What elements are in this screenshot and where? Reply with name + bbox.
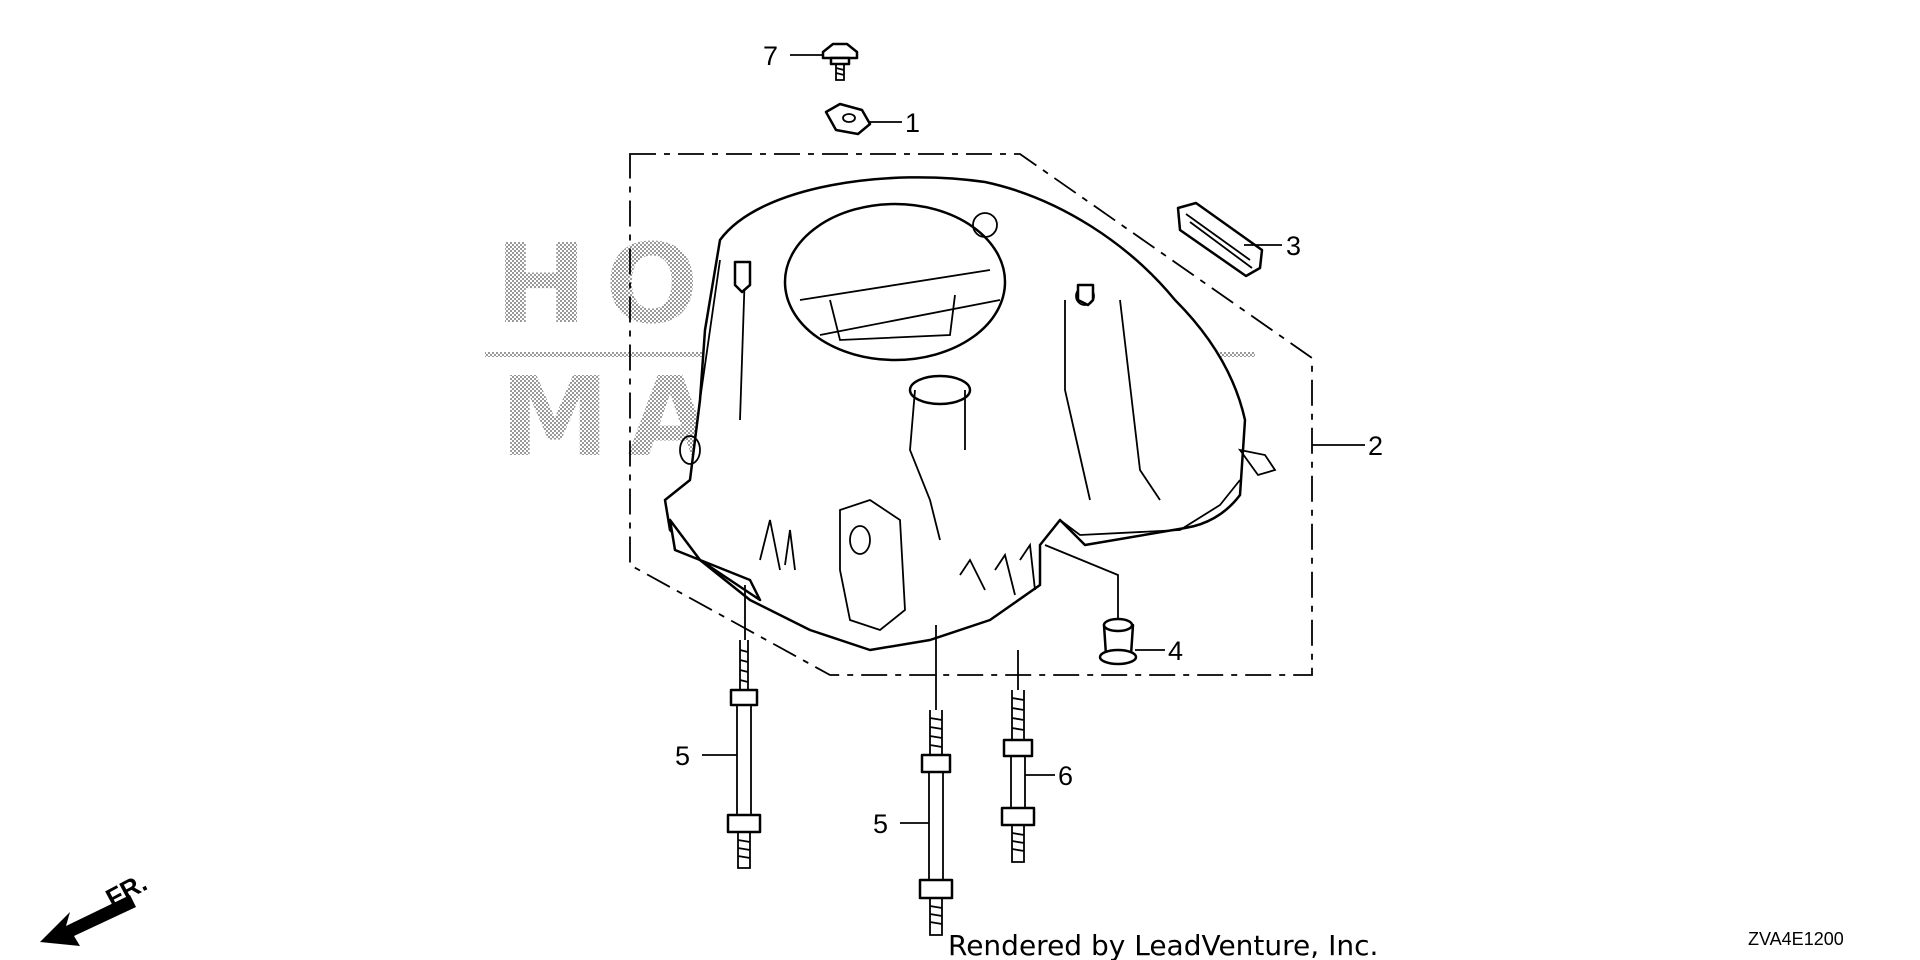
callout-2: 2 (1368, 431, 1383, 461)
callout-3: 3 (1286, 231, 1301, 261)
callout-5-center: 5 (873, 809, 888, 839)
stud-bolt-left (726, 640, 762, 869)
callout-5-left: 5 (675, 741, 690, 771)
leader-lines (702, 54, 1365, 824)
render-credit: Rendered by LeadVenture, Inc. (948, 929, 1378, 960)
front-arrow-icon (40, 895, 136, 946)
grommet (1098, 617, 1138, 666)
front-direction-indicator: FR. (40, 867, 152, 946)
stud-bolt-right (1000, 690, 1036, 863)
callout-7: 7 (763, 41, 778, 71)
bolt (821, 42, 859, 81)
callout-4: 4 (1168, 636, 1183, 666)
diagram-code: ZVA4E1200 (1748, 929, 1844, 949)
stud-bolt-center (918, 710, 954, 936)
callout-6: 6 (1058, 761, 1073, 791)
fan-cover (663, 176, 1277, 652)
assembly-boundary (629, 153, 1313, 676)
seal (1176, 201, 1264, 278)
callout-1: 1 (905, 108, 920, 138)
clip (824, 102, 872, 136)
